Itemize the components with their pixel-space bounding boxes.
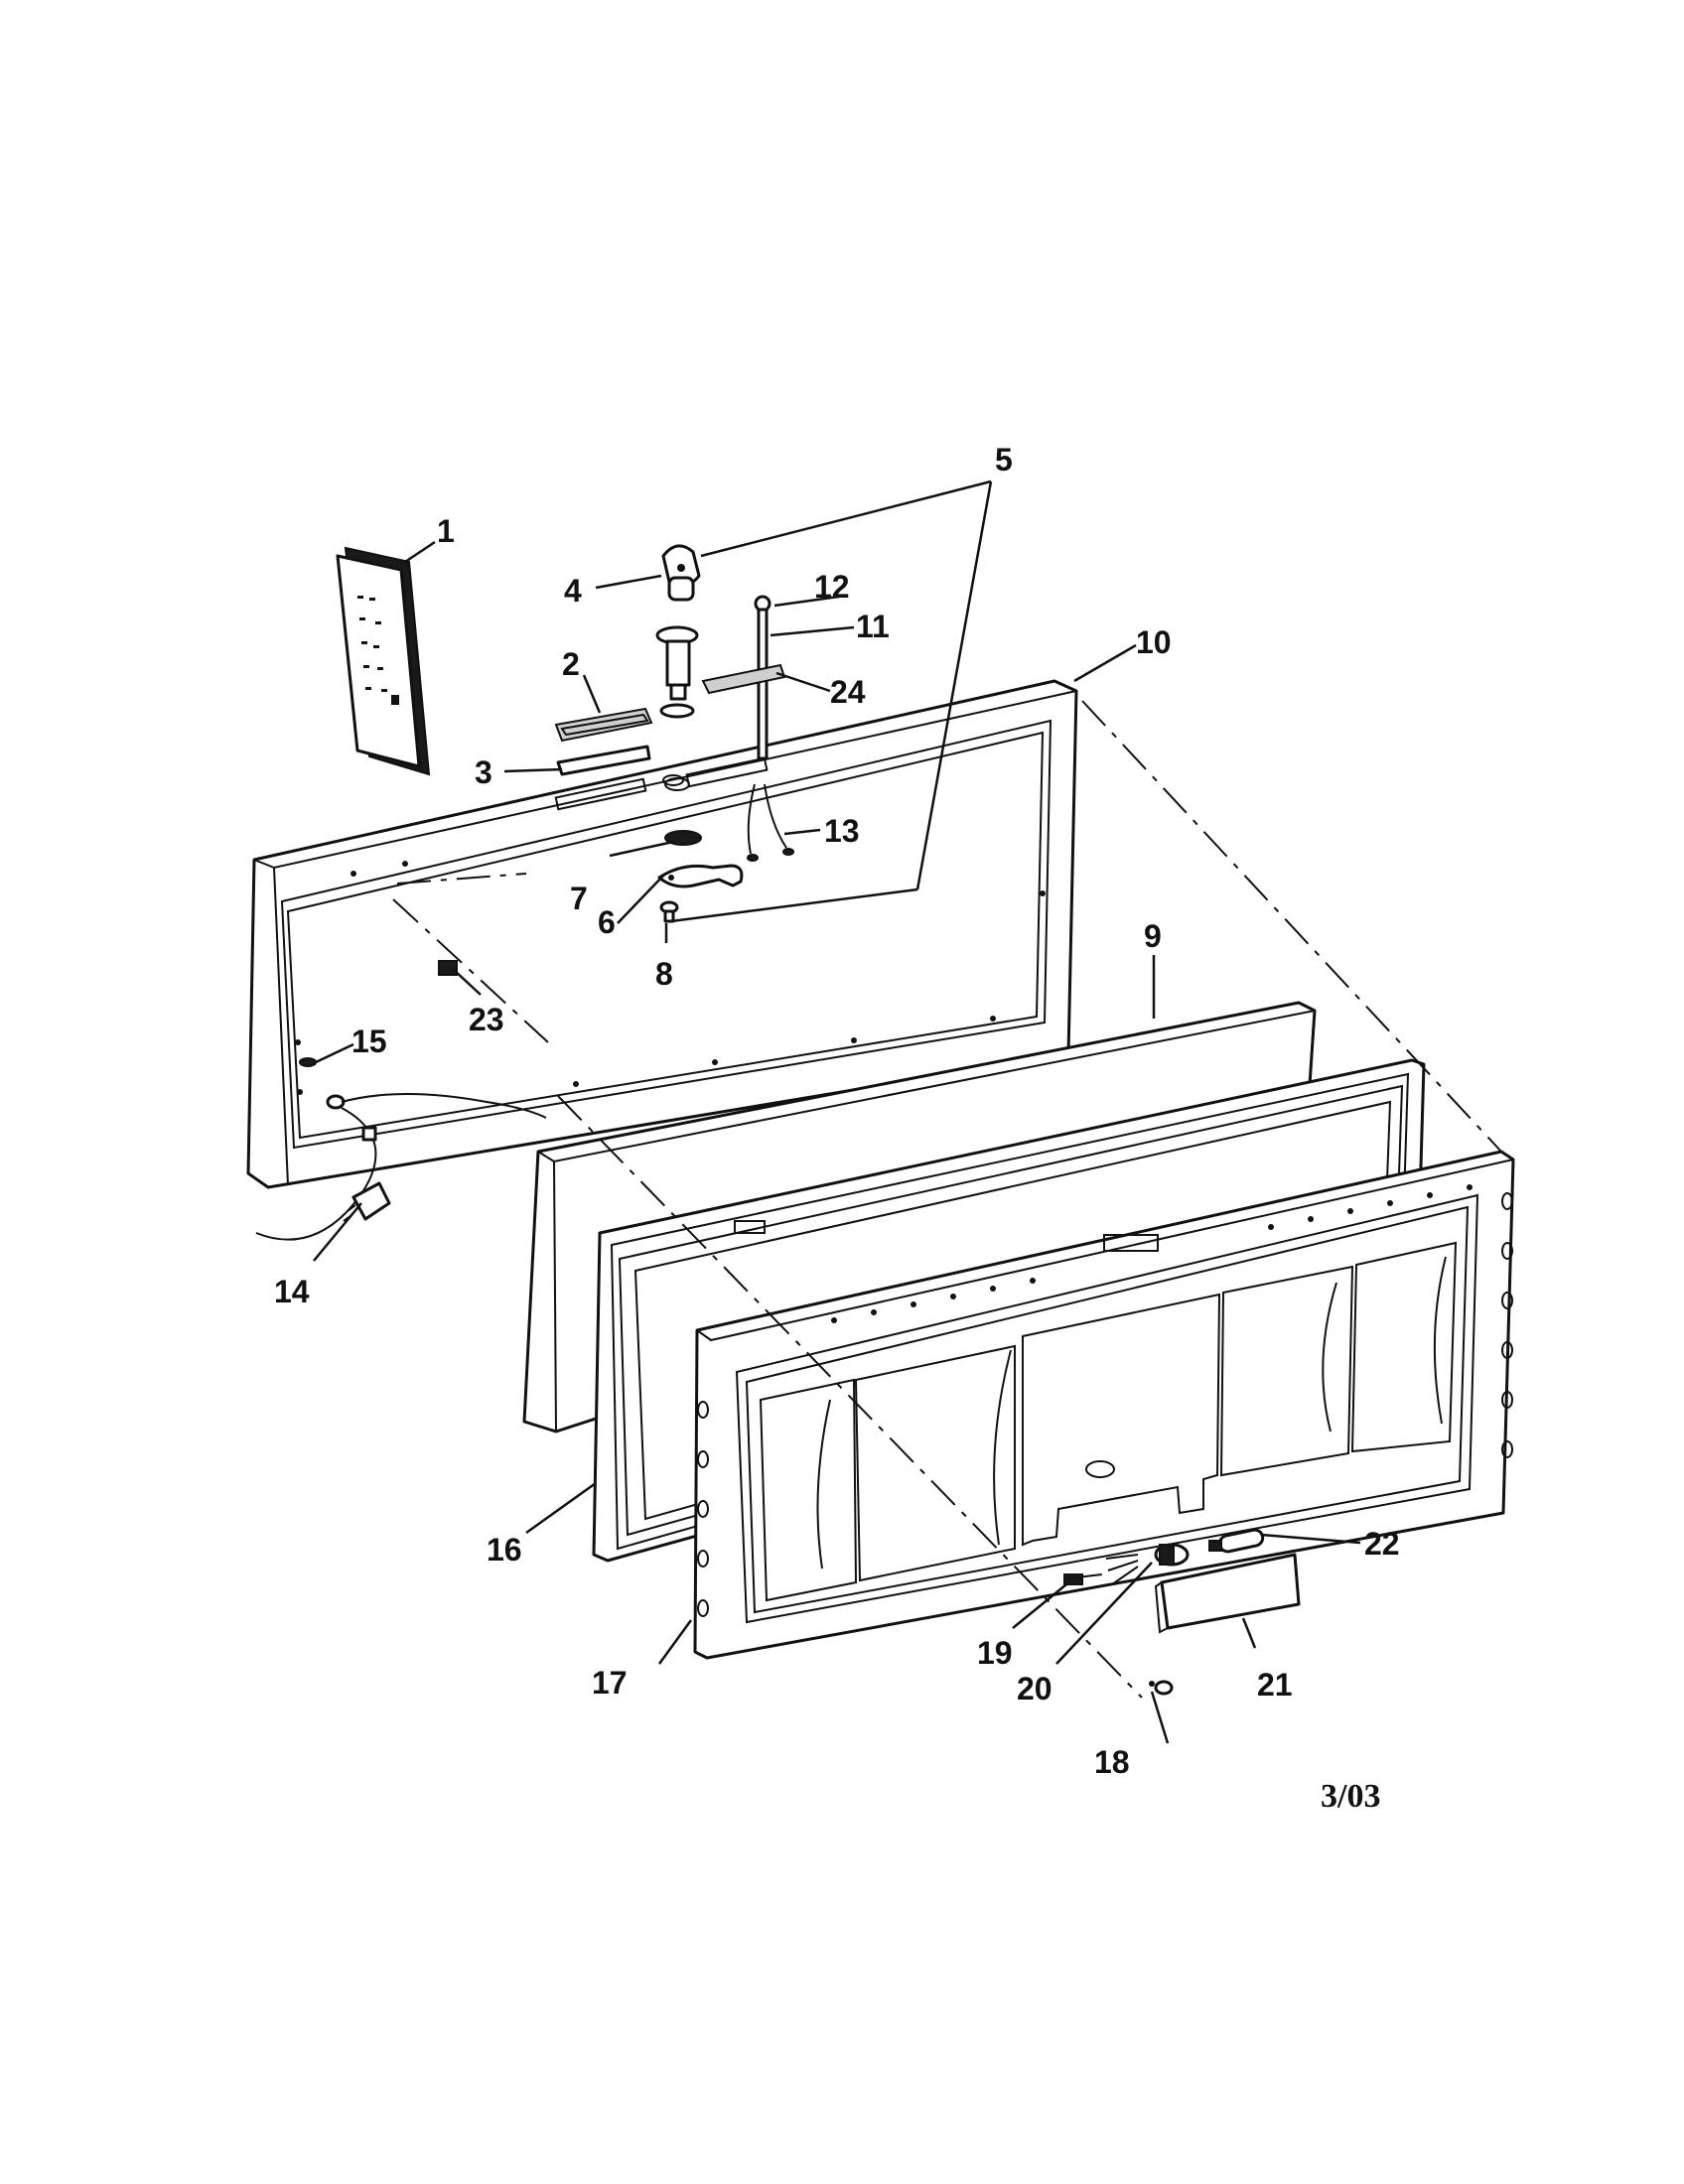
callout-6: 6 — [598, 904, 616, 940]
callout-12: 12 — [814, 569, 850, 605]
callout-2: 2 — [562, 646, 580, 682]
part-lock-cylinder — [655, 625, 699, 791]
part-24-switch-bracket — [701, 663, 786, 695]
part-22-lamp-bulb — [1208, 1528, 1265, 1554]
part-6-latch — [657, 864, 744, 888]
callout-5: 5 — [995, 442, 1013, 478]
part-4-key — [661, 544, 701, 602]
callout-7: 7 — [570, 881, 588, 916]
callout-9: 9 — [1144, 918, 1162, 954]
callout-19: 19 — [977, 1635, 1013, 1671]
callout-21: 21 — [1257, 1667, 1293, 1703]
callout-15: 15 — [351, 1024, 387, 1059]
part-10-lid-outer-frame — [246, 679, 1078, 1189]
callout-23: 23 — [469, 1002, 504, 1037]
leader-lines — [313, 479, 1361, 1744]
callout-10: 10 — [1136, 624, 1172, 660]
part-20-lamp-socket — [1105, 1543, 1190, 1585]
part-14-power-cord — [255, 1093, 547, 1241]
callout-18: 18 — [1094, 1744, 1130, 1780]
callout-labels: 1 2 3 4 5 6 7 8 9 10 11 12 13 14 15 16 1… — [274, 442, 1400, 1780]
part-23-clip — [438, 960, 458, 976]
callout-24: 24 — [830, 674, 866, 710]
callout-13: 13 — [824, 813, 860, 849]
part-17-door-liner — [693, 1150, 1515, 1660]
part-13-switch-wires — [747, 783, 794, 862]
callout-16: 16 — [487, 1532, 522, 1568]
part-7-latch-spring — [664, 830, 702, 846]
callout-17: 17 — [592, 1665, 628, 1701]
callout-22: 22 — [1364, 1526, 1400, 1562]
revision-date: 3/03 — [1321, 1778, 1380, 1815]
part-19-light-clip — [1063, 1573, 1083, 1585]
part-1-label-card — [336, 546, 431, 776]
callout-4: 4 — [564, 573, 582, 609]
part-21-light-shield — [1154, 1553, 1301, 1634]
callout-8: 8 — [655, 956, 673, 992]
part-8-latch-screw — [659, 900, 679, 923]
part-18-screw — [1149, 1680, 1174, 1696]
callout-11: 11 — [856, 609, 890, 644]
part-15-screw — [299, 1057, 317, 1067]
callout-20: 20 — [1017, 1671, 1052, 1706]
callout-14: 14 — [274, 1274, 310, 1309]
callout-3: 3 — [475, 754, 492, 790]
callout-1: 1 — [437, 513, 455, 549]
part-3-handle-gasket — [556, 745, 651, 776]
part-2-handle-trim — [554, 707, 653, 743]
part-11-12-switch-rod — [754, 595, 772, 760]
alignment-lines — [392, 700, 1502, 1699]
